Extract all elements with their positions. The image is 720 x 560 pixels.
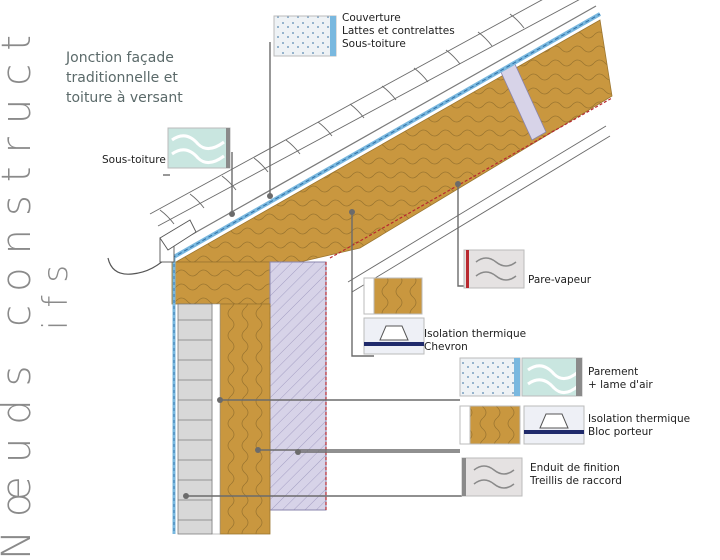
- label-isolation-chevron-1: Isolation thermique: [424, 328, 527, 340]
- label-isolation-chevron: Isolation thermique Chevron: [424, 328, 526, 354]
- enduit-icon: [461, 457, 523, 497]
- ceiling-finish: [347, 125, 611, 293]
- label-parement: Parement + lame d'air: [588, 366, 653, 392]
- roof-insulation: [174, 19, 613, 263]
- air-gap: [211, 303, 221, 535]
- label-enduit: Enduit de finition Treillis de raccord: [530, 462, 622, 488]
- label-parement-1: Parement: [588, 366, 639, 378]
- parement-icon: [459, 357, 521, 397]
- lame-air-icon: [521, 357, 583, 397]
- title-line3: toiture à versant: [66, 90, 183, 106]
- isolation-bloc-icon: [459, 405, 521, 445]
- leader-lines: [163, 42, 464, 497]
- title-line2: traditionnelle et: [66, 70, 178, 86]
- label-isolation-chevron-2: Chevron: [424, 341, 468, 353]
- label-isolation-bloc-2: Bloc porteur: [588, 426, 653, 438]
- label-enduit-2: Treillis de raccord: [530, 475, 622, 487]
- chevron-icon: [363, 317, 425, 355]
- title-line1: Jonction façade: [66, 50, 174, 66]
- isolation-icon: [363, 277, 423, 315]
- wall-top-insulation: [171, 261, 273, 305]
- bloc-porteur-icon: [523, 405, 585, 445]
- roof-tiles: [149, 0, 580, 227]
- label-isolation-bloc-1: Isolation thermique: [588, 413, 691, 425]
- bearing-block: [269, 261, 327, 511]
- detail-drawing: Nœuds construct ifs Jonction façade trad…: [0, 0, 690, 560]
- label-couverture-3: Sous-toiture: [342, 38, 406, 50]
- brick-facing: [177, 303, 213, 535]
- label-enduit-1: Enduit de finition: [530, 462, 620, 474]
- label-couverture: Couverture Lattes et contrelattes Sous-t…: [342, 12, 455, 51]
- vapour-barrier-roof: [329, 97, 613, 259]
- label-couverture-2: Lattes et contrelattes: [342, 25, 455, 37]
- label-isolation-bloc: Isolation thermique Bloc porteur: [588, 413, 690, 439]
- page-title: Jonction façade traditionnelle et toitur…: [66, 48, 226, 108]
- label-pare-vapeur: Pare-vapeur: [528, 274, 592, 286]
- couverture-icon: [273, 15, 337, 57]
- label-couverture-1: Couverture: [342, 12, 401, 24]
- gutter: [107, 253, 171, 275]
- label-sous-toiture: Sous-toiture: [102, 154, 166, 166]
- label-parement-2: + lame d'air: [588, 379, 653, 391]
- wall-insulation: [219, 303, 271, 535]
- pare-vapeur-icon: [463, 249, 525, 289]
- battens-line: [167, 5, 597, 249]
- sous-toiture-icon: [167, 127, 231, 169]
- section-svg: [107, 0, 613, 535]
